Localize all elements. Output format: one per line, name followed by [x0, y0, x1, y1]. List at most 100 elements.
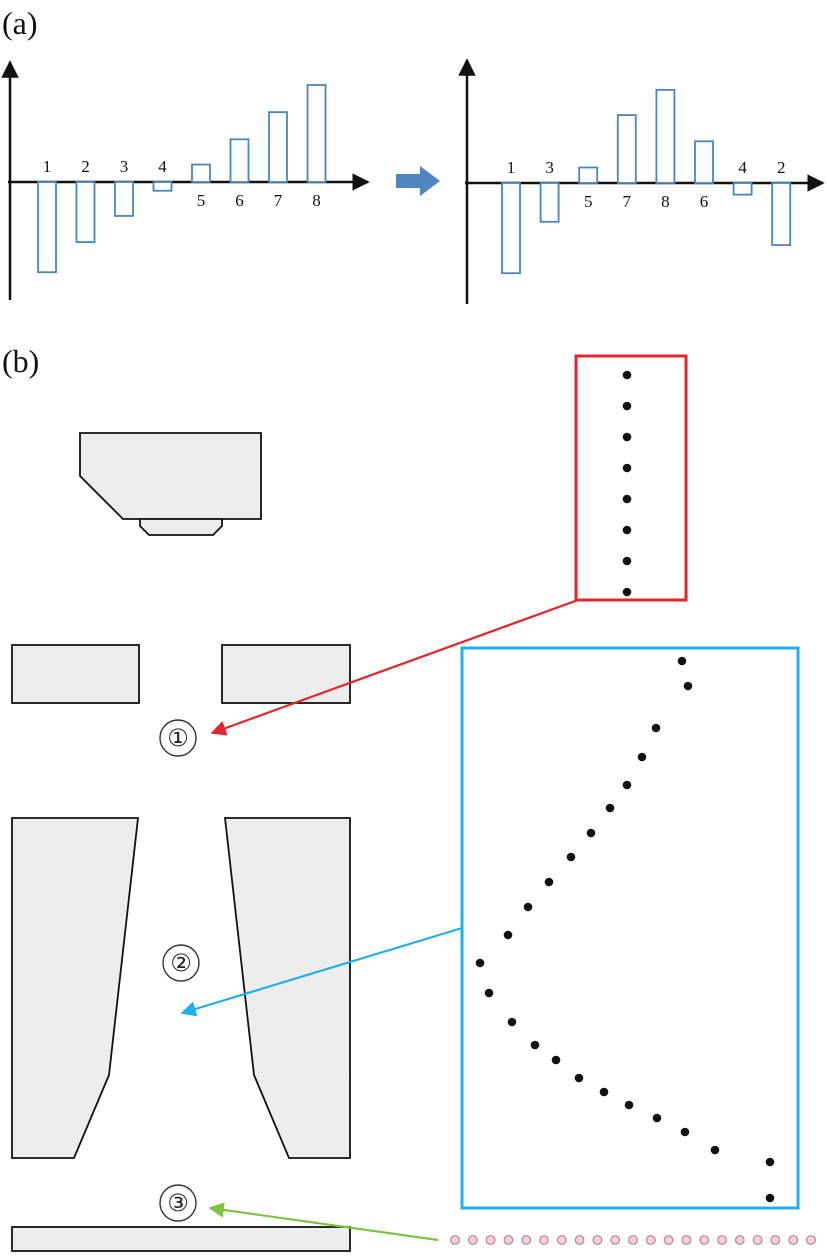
bar-1-8 — [306, 84, 327, 183]
substrate-dot-16 — [734, 1235, 745, 1245]
blue-dot-21 — [710, 1145, 720, 1155]
red-dot-1 — [622, 401, 632, 411]
red-dot-5 — [622, 525, 632, 535]
bar-label-2-3: 3 — [545, 158, 554, 177]
blue-dot-22 — [765, 1157, 775, 1167]
bar-2-2 — [771, 182, 792, 246]
emitter-housing — [79, 432, 262, 520]
substrate-dot-18 — [770, 1235, 781, 1245]
electrode-column — [11, 432, 351, 1252]
red-dot-2 — [622, 432, 632, 442]
bar-label-1-6: 6 — [235, 191, 244, 210]
blue-dot-5 — [605, 803, 615, 813]
bar-2-1 — [501, 182, 521, 275]
blue-callout-arrow — [180, 926, 463, 1017]
bar-1-1 — [37, 181, 57, 274]
red-dot-4 — [622, 494, 632, 504]
red-inset-dots — [622, 370, 632, 597]
substrate-dot-7 — [574, 1235, 585, 1245]
bar-label-2-7: 7 — [623, 192, 632, 211]
red-dot-7 — [622, 587, 632, 597]
bar-1-5 — [191, 163, 211, 183]
red-callout-arrow — [210, 598, 579, 736]
bar-label-1-3: 3 — [120, 157, 129, 176]
panel-label-b: (b) — [2, 343, 39, 379]
lens-right — [223, 817, 351, 1159]
substrate-dot-0 — [450, 1235, 460, 1245]
bar-2-8 — [655, 88, 676, 184]
right-arrow-icon — [396, 166, 440, 196]
substrate-dot-19 — [788, 1235, 799, 1245]
bar-1-2 — [75, 181, 96, 244]
substrate-dot-4 — [521, 1235, 532, 1245]
blue-dot-12 — [484, 988, 494, 998]
blue-dot-2 — [651, 723, 661, 733]
red-dot-0 — [622, 370, 632, 380]
substrate-dot-9 — [610, 1235, 621, 1245]
bar-chart-original-order: 1 2 3 4 5 6 7 8 — [1, 60, 370, 300]
blue-dot-4 — [622, 780, 632, 790]
bar-label-2-1: 1 — [507, 158, 516, 177]
bar-1-4 — [152, 181, 173, 192]
bar-label-1-8: 8 — [312, 191, 321, 210]
blue-dot-11 — [475, 958, 485, 968]
bar-1-7 — [268, 111, 288, 183]
bar-2-4 — [732, 182, 753, 196]
stage-label-3: ③ — [167, 1189, 189, 1217]
bar-label-1-5: 5 — [197, 191, 206, 210]
substrate-dot-17 — [752, 1235, 763, 1245]
blue-dot-1 — [683, 681, 693, 691]
blue-dot-18 — [624, 1100, 634, 1110]
emitter-tip — [139, 518, 223, 536]
blue-dot-15 — [551, 1055, 561, 1065]
substrate-dot-13 — [681, 1235, 692, 1245]
bar-label-1-7: 7 — [274, 191, 283, 210]
blue-dot-16 — [574, 1073, 584, 1083]
green-callout-arrow — [208, 1202, 439, 1242]
bar-1-3 — [114, 181, 134, 217]
blue-inset-box — [460, 646, 800, 1210]
blue-dot-23 — [765, 1193, 775, 1203]
stage-label-2: ② — [170, 949, 192, 977]
blue-dot-7 — [566, 852, 576, 862]
substrate — [11, 1226, 351, 1252]
stage-marker-1: ① — [159, 719, 197, 757]
blue-dot-8 — [544, 877, 554, 887]
blue-dot-0 — [677, 656, 687, 666]
blue-dot-13 — [507, 1017, 517, 1027]
bar-label-2-4: 4 — [738, 158, 747, 177]
blue-dot-19 — [652, 1113, 662, 1123]
substrate-dot-6 — [556, 1235, 567, 1245]
blue-dot-6 — [586, 828, 596, 838]
substrate-dot-3 — [503, 1235, 514, 1245]
substrate-dot-5 — [539, 1235, 549, 1245]
substrate-dot-8 — [592, 1235, 603, 1245]
bar-2-6 — [694, 140, 714, 184]
extractor-right — [221, 644, 351, 704]
bar-1-6 — [229, 138, 250, 183]
blue-dot-3 — [637, 752, 647, 762]
blue-dot-17 — [599, 1087, 609, 1097]
bar-label-1-2: 2 — [81, 157, 90, 176]
stage-marker-2: ② — [162, 944, 200, 982]
substrate-dot-20 — [806, 1235, 816, 1245]
substrate-dot-11 — [645, 1235, 656, 1245]
bar-label-2-6: 6 — [700, 192, 709, 211]
blue-dot-10 — [503, 930, 513, 940]
substrate-dot-15 — [717, 1235, 727, 1245]
lens-left — [11, 817, 140, 1159]
bar-2-5 — [578, 166, 599, 184]
bar-2-3 — [539, 182, 560, 223]
substrate-dot-14 — [699, 1235, 710, 1245]
bar-label-1-4: 4 — [158, 157, 167, 176]
substrate-dot-12 — [663, 1235, 674, 1245]
bar-label-1-1: 1 — [43, 157, 52, 176]
extractor-left — [11, 644, 140, 704]
bar-label-2-5: 5 — [584, 192, 593, 211]
red-inset-box — [574, 354, 688, 602]
bar-label-2-2: 2 — [777, 158, 786, 177]
red-dot-6 — [622, 556, 632, 566]
stage-label-1: ① — [167, 724, 189, 752]
